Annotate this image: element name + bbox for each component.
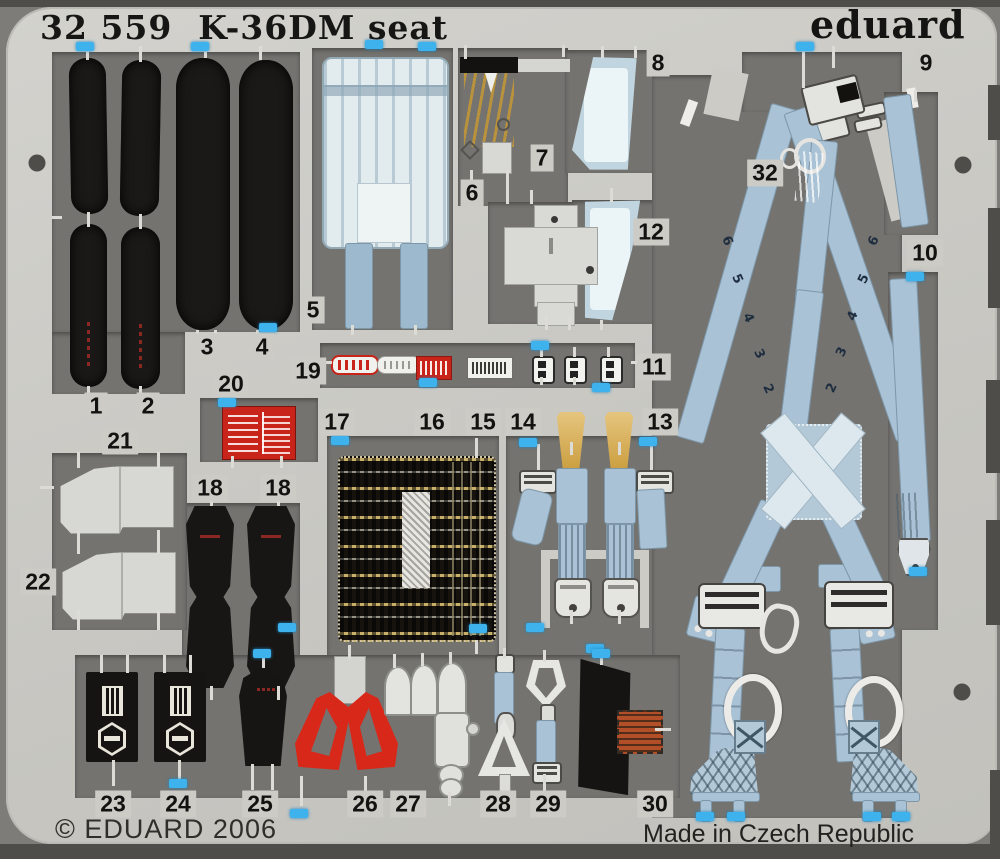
part-13-straight-strap — [636, 488, 668, 550]
part-6-cross-tab — [537, 302, 575, 326]
fan-leg — [895, 800, 907, 822]
part-27-bottle — [410, 664, 438, 716]
fan-base-left — [692, 792, 760, 802]
part-19-red-plate — [331, 355, 379, 375]
part-5-seat-cushion — [322, 57, 449, 249]
edge-notch — [986, 520, 1000, 625]
fret-bracket — [541, 550, 649, 559]
part-3-blade — [176, 58, 230, 330]
placard-red-small — [416, 356, 452, 380]
belt-ribbed-section-left — [558, 524, 586, 580]
gold-bundle-plate — [482, 142, 512, 174]
part-21-panel — [60, 466, 174, 534]
harness-buckle-ring-small — [780, 148, 799, 169]
copyright-text: © EDUARD 2006 — [55, 814, 277, 844]
part-28-stem — [499, 774, 511, 798]
belt-end-buckle-right — [602, 578, 640, 618]
fret-bracket — [541, 550, 550, 628]
part-6-cross-horizontal — [504, 227, 598, 285]
part-27-bottle — [384, 666, 412, 716]
fan-leg — [733, 800, 745, 822]
fan-leg — [700, 800, 712, 822]
part-16-back-cushion — [338, 456, 496, 642]
belt-tan-section-left — [556, 412, 586, 468]
printed-hex-buckle-icon — [98, 722, 126, 756]
belt-blue-section-right — [604, 468, 636, 524]
gold-bundle-bar — [460, 57, 518, 73]
gold-bundle-bar-gray — [518, 59, 570, 72]
product-title: K-36DM seat — [198, 8, 449, 47]
belt-tan-section-right — [604, 412, 634, 468]
part-1-blade-upper — [68, 57, 109, 215]
edge-notch — [988, 85, 1000, 140]
part-27-valve-body — [434, 712, 470, 768]
edge-notch — [988, 208, 1000, 308]
part-28-top-tab — [495, 654, 515, 674]
fret-bracket — [640, 550, 649, 628]
brand-logo: eduard — [810, 2, 966, 47]
ring-small — [497, 118, 510, 131]
harness-adjuster-buckle-right — [824, 581, 894, 629]
part-2-blade-lower — [121, 227, 160, 389]
slot — [549, 238, 553, 254]
top-edge — [0, 0, 1000, 7]
buckle-small — [564, 356, 587, 384]
part-19-white-plate — [377, 356, 421, 374]
printed-buckle-icon — [170, 686, 191, 716]
rivet-dot — [586, 266, 594, 274]
part-5-strap-left — [345, 243, 373, 329]
rivet-dot — [551, 216, 558, 223]
belt-blue-section-left — [556, 468, 588, 524]
belt-ribbed-section-right — [606, 524, 634, 580]
gold-straps — [464, 73, 514, 147]
header: 32 559 K-36DM seat — [40, 8, 448, 47]
part-2-blade-upper — [119, 59, 162, 217]
part-27-gourd-bottom — [439, 778, 463, 798]
part-27-knob — [466, 722, 480, 736]
part-10-ribbed-overlay — [895, 492, 921, 539]
harness-adjuster-buckle-left — [698, 583, 766, 629]
edge-notch — [990, 770, 1000, 845]
part-22-panel — [62, 552, 176, 620]
bottom-edge — [0, 844, 1000, 859]
part-4-blade — [239, 60, 293, 330]
part-1-blade-lower — [70, 224, 107, 387]
part-27-bottle — [437, 662, 467, 716]
printed-buckle-icon — [102, 686, 123, 716]
fan-base-right — [852, 792, 920, 802]
part-29-strap — [536, 720, 556, 766]
edge-notch — [986, 380, 1000, 473]
catalog-number: 32 559 — [40, 8, 173, 47]
part-30-stitched-patch — [617, 710, 663, 754]
printed-hex-buckle-icon — [166, 722, 194, 756]
belt-end-buckle-left — [554, 578, 592, 618]
part-5-strap-right — [400, 243, 428, 329]
placard-text-plate — [467, 357, 513, 379]
buckle-small — [600, 356, 623, 384]
made-in-text: Made in Czech Republic — [643, 820, 914, 848]
part-25-headrest — [239, 666, 287, 766]
part-20-red-placard — [222, 406, 296, 460]
part-29-clamp — [532, 762, 562, 784]
fan-leg — [862, 800, 874, 822]
lacing-box-left — [734, 720, 766, 754]
buckle-small — [532, 356, 555, 384]
lacing-box-right — [848, 720, 880, 754]
